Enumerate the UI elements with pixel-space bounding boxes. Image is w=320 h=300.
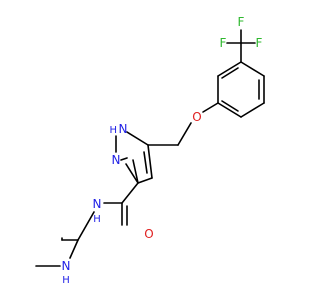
bond-pyrazole-c4-c3 (137, 177, 153, 184)
bond-pyrazole-c3-side (132, 159, 139, 184)
bond-pyrazole-c5-n1 (126, 131, 149, 146)
bond-benzene-1 (240, 61, 265, 77)
bond-benzene-4 (217, 102, 242, 118)
amide-nitrogen: N (93, 197, 102, 211)
bond-ring-to-o (202, 102, 219, 113)
bond-pyrazole-c5-c4 (147, 144, 153, 179)
bonds (35, 29, 265, 267)
amine-nitrogen: N (62, 259, 71, 273)
bond-benzene-3 (240, 102, 265, 118)
ether-oxygen-atom: O (192, 110, 201, 124)
fluorine-atom-top: F (238, 15, 245, 29)
pyrazole-nh-hydrogen: H (109, 125, 117, 136)
bond-ch2b-to-nh (69, 239, 79, 259)
bond-c3-to-carbonyl (121, 182, 139, 204)
molecule-svg: F F F O H N N N H O N H (35, 15, 265, 286)
bond-pyrazole-n2-c3 (120, 157, 128, 161)
bond-benzene-double-b (221, 100, 239, 112)
bond-pyrazole-double-inner (143, 151, 148, 174)
carbonyl-oxygen: O (144, 227, 153, 241)
pyrazole-nitrogen: N (112, 153, 121, 167)
amide-hydrogen: H (93, 214, 101, 225)
atom-labels: F F F O H N N N H O N H (62, 15, 263, 286)
bond-benzene-6 (217, 61, 242, 77)
bond-n-to-ch2a (77, 211, 95, 241)
fluorine-atom-right: F (256, 36, 263, 50)
amine-hydrogen: H (62, 275, 70, 286)
fluorine-atom-left: F (220, 36, 227, 50)
molecule-structure-diagram: F F F O H N N N H O N H (35, 15, 265, 286)
bond-benzene-double-c (221, 67, 239, 79)
bond-pyrazole-n2-c3-double (125, 163, 139, 184)
bond-o-to-ch2 (177, 122, 192, 146)
pyrazole-nh-nitrogen: N (119, 122, 128, 136)
